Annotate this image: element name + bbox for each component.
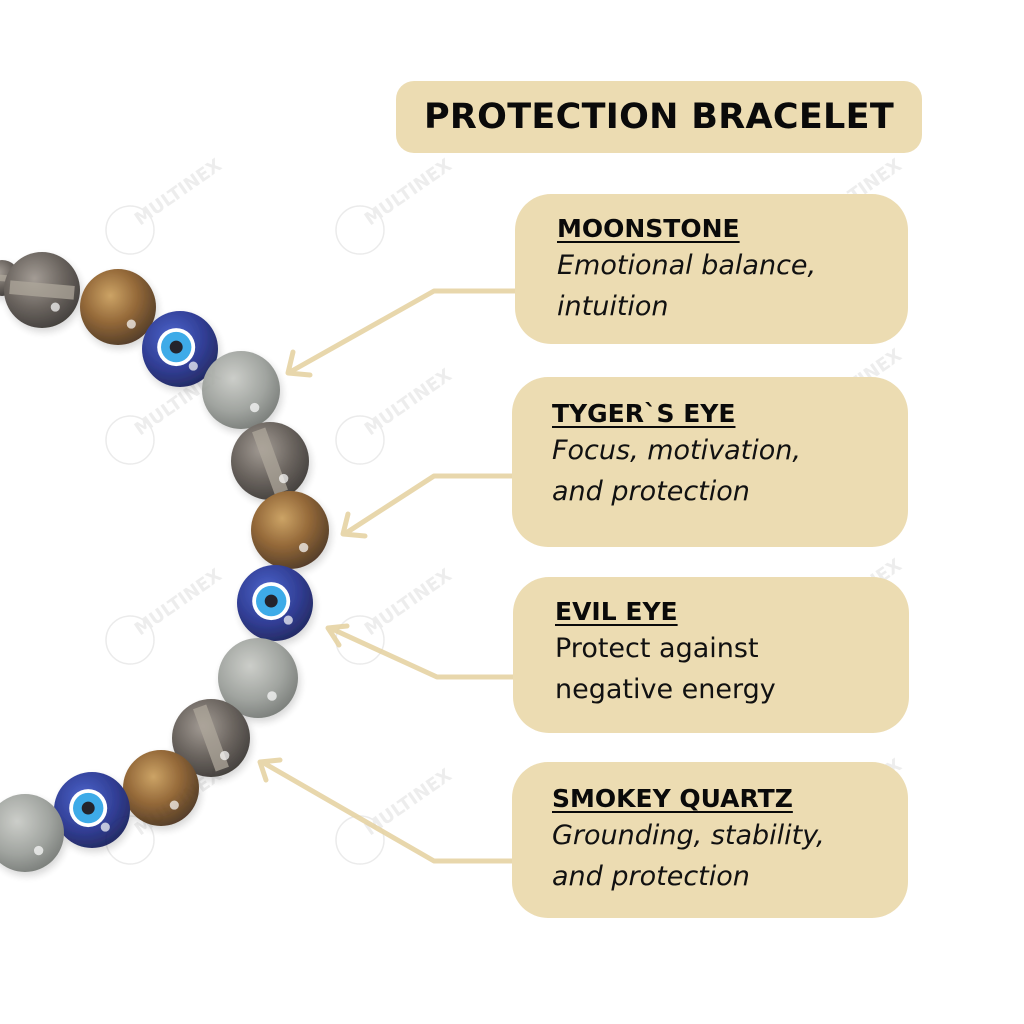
evil-eye-bead bbox=[237, 565, 313, 641]
stone-name: TYGER`S EYE bbox=[552, 399, 736, 428]
evil-eye-bead bbox=[142, 311, 218, 387]
svg-text:MULTINEX: MULTINEX bbox=[361, 365, 456, 440]
arrow-moonstone bbox=[285, 288, 519, 378]
svg-text:MULTINEX: MULTINEX bbox=[131, 365, 226, 440]
smokey-quartz-bead bbox=[4, 252, 80, 328]
stone-description: Focus, motivation, and protection bbox=[552, 430, 908, 512]
tigers-eye-bead bbox=[123, 750, 199, 826]
svg-text:MULTINEX: MULTINEX bbox=[361, 155, 456, 230]
svg-text:MULTINEX: MULTINEX bbox=[361, 765, 456, 840]
description-line: and protection bbox=[552, 861, 750, 892]
moonstone-bead bbox=[202, 351, 280, 429]
arrow-tygers-eye bbox=[340, 473, 519, 539]
stone-card-evil-eye: EVIL EYE Protect against negative energy bbox=[513, 577, 909, 733]
stone-name: EVIL EYE bbox=[555, 597, 678, 626]
description-line: Emotional balance, bbox=[557, 250, 817, 281]
stone-card-tygers-eye: TYGER`S EYE Focus, motivation, and prote… bbox=[512, 377, 908, 547]
moonstone-bead bbox=[218, 638, 298, 718]
svg-text:MULTINEX: MULTINEX bbox=[131, 155, 226, 230]
tigers-eye-bead bbox=[80, 269, 156, 345]
description-line: intuition bbox=[557, 291, 669, 322]
tigers-eye-bead bbox=[251, 491, 329, 569]
arrow-smokey-quartz bbox=[257, 757, 519, 864]
arrow-evil-eye bbox=[325, 623, 519, 680]
svg-text:MULTINEX: MULTINEX bbox=[361, 565, 456, 640]
stone-description: Emotional balance, intuition bbox=[557, 245, 908, 327]
svg-text:MULTINEX: MULTINEX bbox=[131, 765, 226, 840]
stone-card-smokey-quartz: SMOKEY QUARTZ Grounding, stability, and … bbox=[512, 762, 908, 918]
page-title: PROTECTION BRACELET bbox=[423, 97, 895, 137]
stone-name: SMOKEY QUARTZ bbox=[552, 784, 793, 813]
evil-eye-bead bbox=[54, 772, 130, 848]
description-line: and protection bbox=[552, 476, 750, 507]
description-line: Focus, motivation, bbox=[552, 435, 801, 466]
description-line: Grounding, stability, bbox=[552, 820, 825, 851]
smokey-quartz-bead bbox=[231, 422, 309, 500]
stone-description: Grounding, stability, and protection bbox=[552, 815, 908, 897]
title-banner: PROTECTION BRACELET bbox=[396, 81, 922, 153]
stone-name: MOONSTONE bbox=[557, 214, 740, 243]
svg-text:MULTINEX: MULTINEX bbox=[131, 565, 226, 640]
description-line: Protect against bbox=[555, 633, 759, 664]
stone-description: Protect against negative energy bbox=[555, 628, 909, 710]
description-line: negative energy bbox=[555, 674, 776, 705]
smokey-quartz-bead bbox=[0, 260, 20, 296]
moonstone-bead bbox=[0, 794, 64, 872]
stone-card-moonstone: MOONSTONE Emotional balance, intuition bbox=[515, 194, 908, 344]
smokey-quartz-bead bbox=[172, 699, 250, 777]
